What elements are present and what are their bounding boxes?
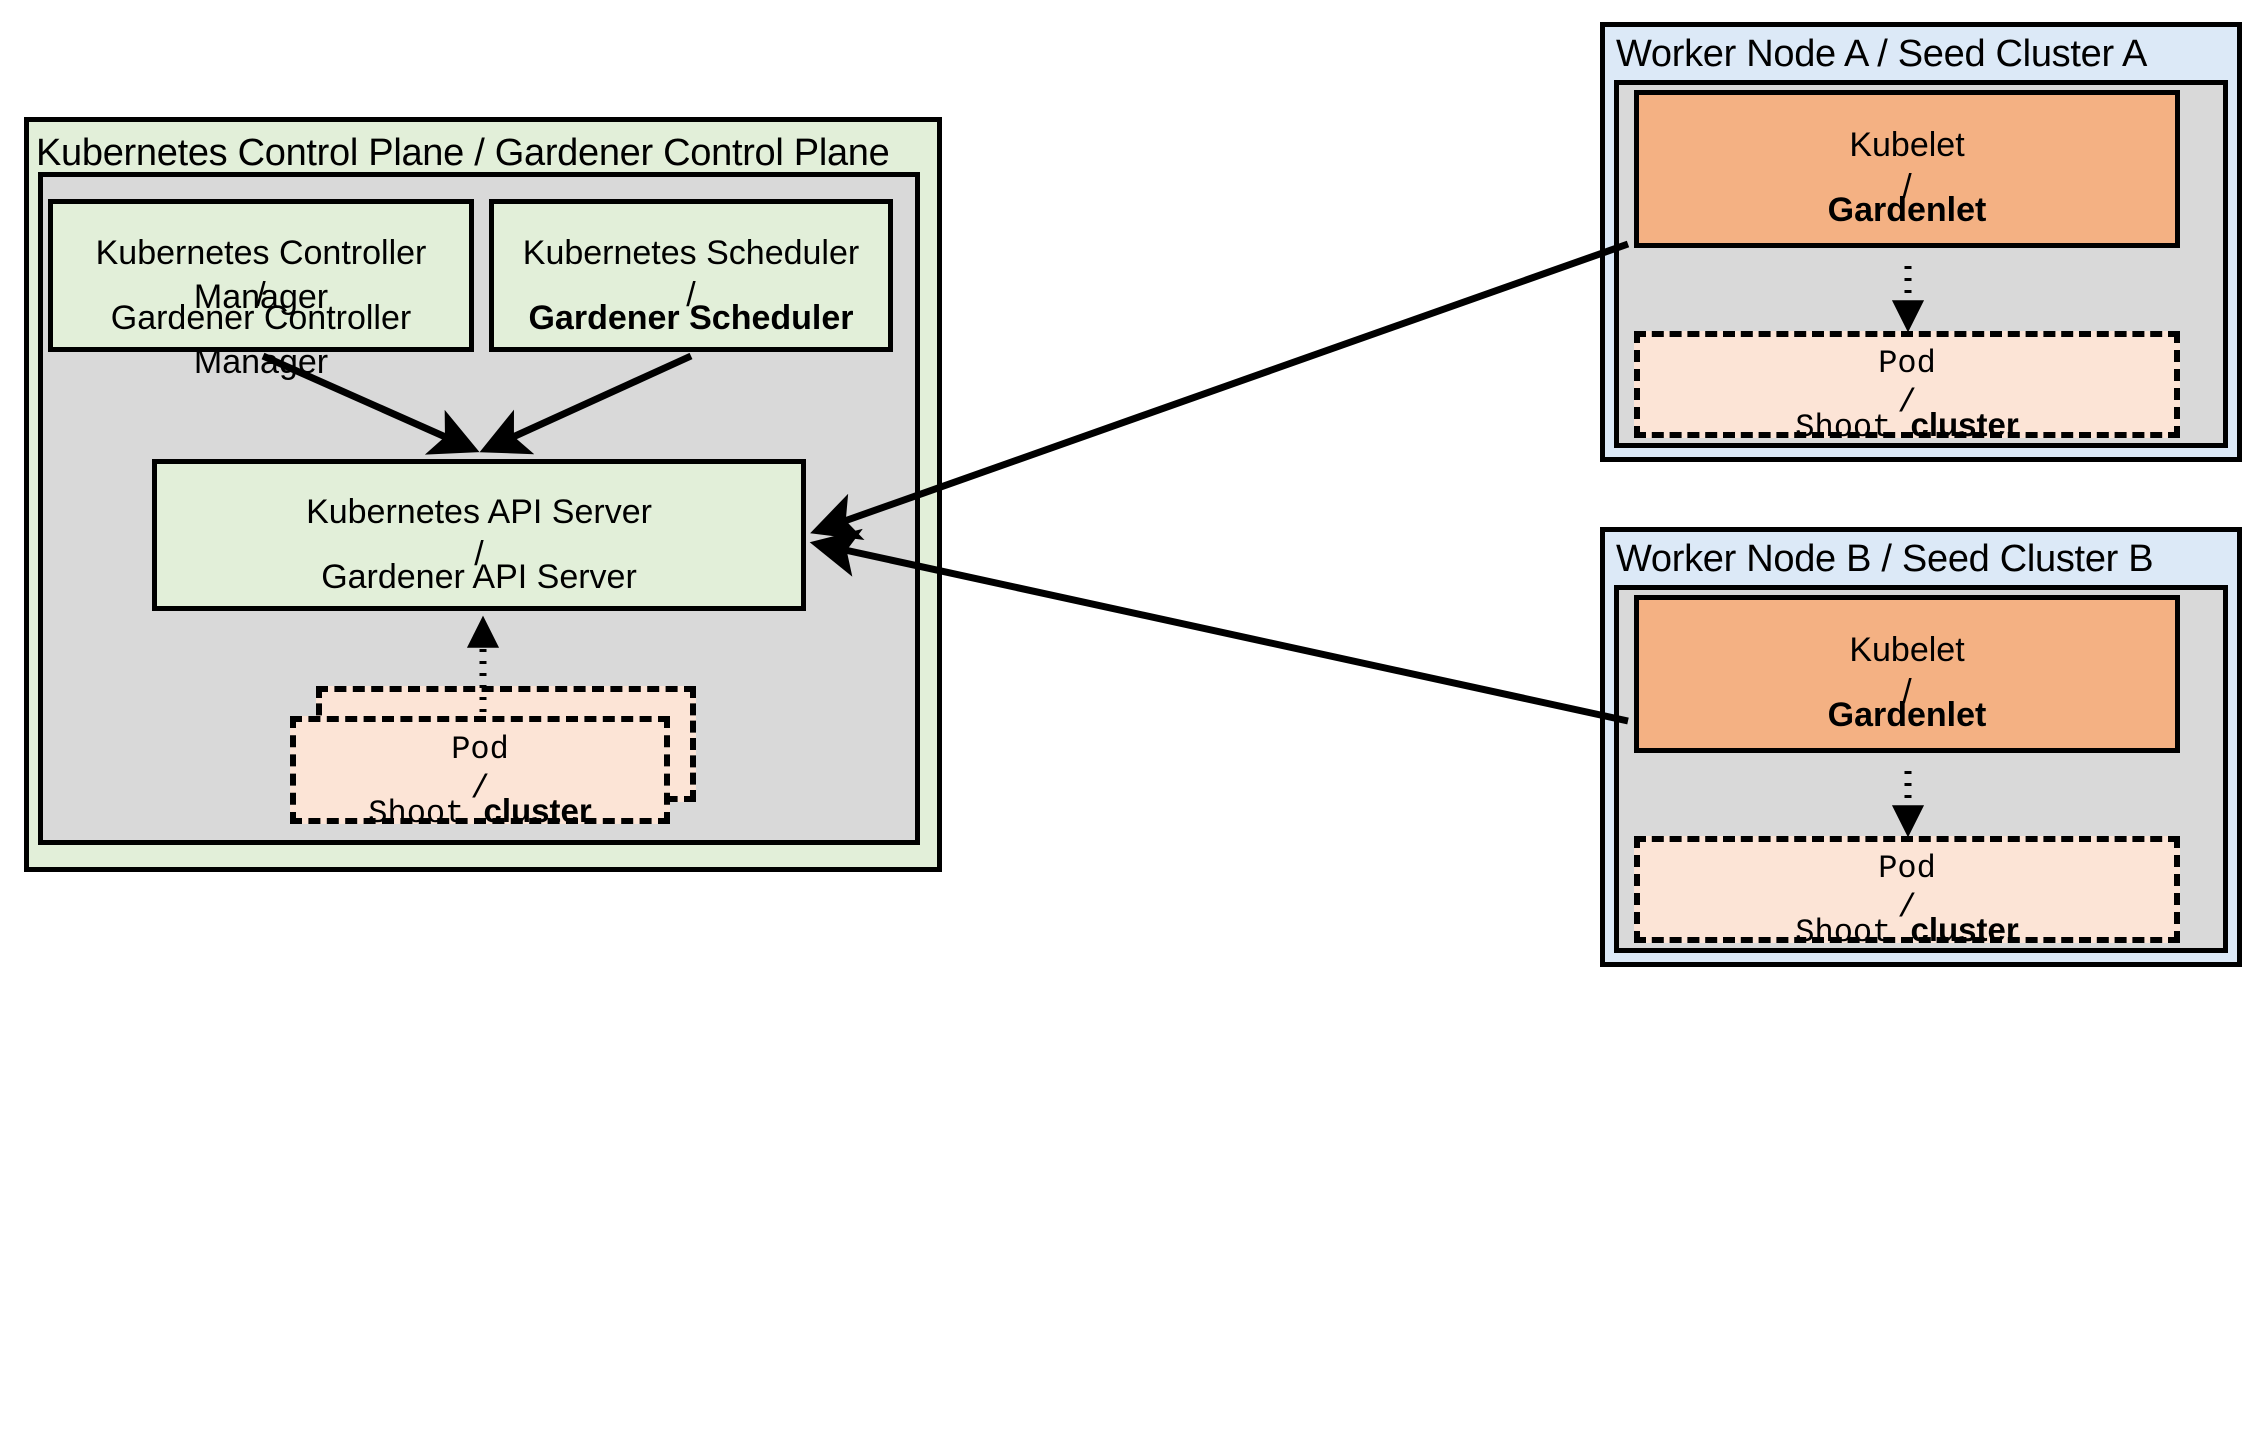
- seed-cluster-a-title: Worker Node A / Seed Cluster A: [1616, 33, 2148, 75]
- kubernetes-scheduler-box[interactable]: Kubernetes Scheduler / Gardener Schedule…: [489, 199, 893, 352]
- seed-b-pod-line2-cluster: cluster: [1910, 911, 2019, 948]
- api-server-line2: Gardener API Server: [321, 558, 637, 596]
- control-plane-pod-line2: Shoot cluster: [296, 790, 664, 835]
- kubelet-gardenlet-b-box[interactable]: Kubelet / Gardenlet: [1634, 595, 2180, 753]
- api-server-separator: /: [474, 535, 484, 573]
- seed-b-pod-line1: Pod: [1878, 850, 1936, 887]
- gardenlet-a-line2: Gardenlet: [1827, 191, 1987, 229]
- arrow-gardenlet-a-to-api-server: [810, 240, 1630, 540]
- seed-a-pod-separator: /: [1897, 384, 1917, 421]
- kubelet-b-line1: Kubelet: [1849, 631, 1965, 669]
- control-plane-pod-line1: Pod: [451, 731, 509, 768]
- control-plane-title: Kubernetes Control Plane / Gardener Cont…: [36, 132, 890, 174]
- seed-a-pod-line2-shoot: Shoot: [1795, 409, 1911, 446]
- kubelet-a-line1: Kubelet: [1849, 126, 1965, 164]
- seed-a-pod-line2: Shoot cluster: [1640, 404, 2174, 449]
- seed-a-pod-line2-cluster: cluster: [1910, 406, 2019, 443]
- seed-cluster-a-pod-box[interactable]: Pod / Shoot cluster: [1634, 331, 2180, 446]
- kubernetes-controller-manager-box[interactable]: Kubernetes Controller Manager / Gardener…: [48, 199, 474, 381]
- kubelet-gardenlet-a-box[interactable]: Kubelet / Gardenlet: [1634, 90, 2180, 248]
- seed-b-pod-separator: /: [1897, 889, 1917, 926]
- controller-manager-line2: Gardener Controller Manager: [110, 299, 412, 381]
- kubernetes-api-server-box[interactable]: Kubernetes API Server / Gardener API Ser…: [152, 459, 806, 611]
- seed-a-pod-line1: Pod: [1878, 345, 1936, 382]
- controller-manager-separator: /: [256, 276, 266, 314]
- control-plane-pod-line2-cluster: cluster: [483, 792, 592, 829]
- kubelet-a-separator: /: [1902, 168, 1912, 206]
- control-plane-pod-separator: /: [470, 770, 490, 807]
- scheduler-line2: Gardener Scheduler: [528, 299, 854, 337]
- seed-b-pod-line2-shoot: Shoot: [1795, 914, 1911, 951]
- scheduler-line1: Kubernetes Scheduler: [522, 234, 860, 272]
- seed-cluster-b-title: Worker Node B / Seed Cluster B: [1616, 538, 2154, 580]
- controller-manager-line1: Kubernetes Controller Manager: [95, 234, 427, 316]
- scheduler-separator: /: [686, 276, 696, 314]
- seed-b-pod-line2: Shoot cluster: [1640, 909, 2174, 954]
- gardenlet-b-line2: Gardenlet: [1827, 696, 1987, 734]
- control-plane-pod-line2-shoot: Shoot: [368, 795, 484, 832]
- api-server-line1: Kubernetes API Server: [306, 493, 652, 531]
- control-plane-pod-box[interactable]: Pod / Shoot cluster: [290, 716, 670, 832]
- seed-cluster-b-pod-box[interactable]: Pod / Shoot cluster: [1634, 836, 2180, 951]
- arrow-gardenlet-b-to-api-server: [809, 528, 1629, 725]
- kubelet-b-separator: /: [1902, 673, 1912, 711]
